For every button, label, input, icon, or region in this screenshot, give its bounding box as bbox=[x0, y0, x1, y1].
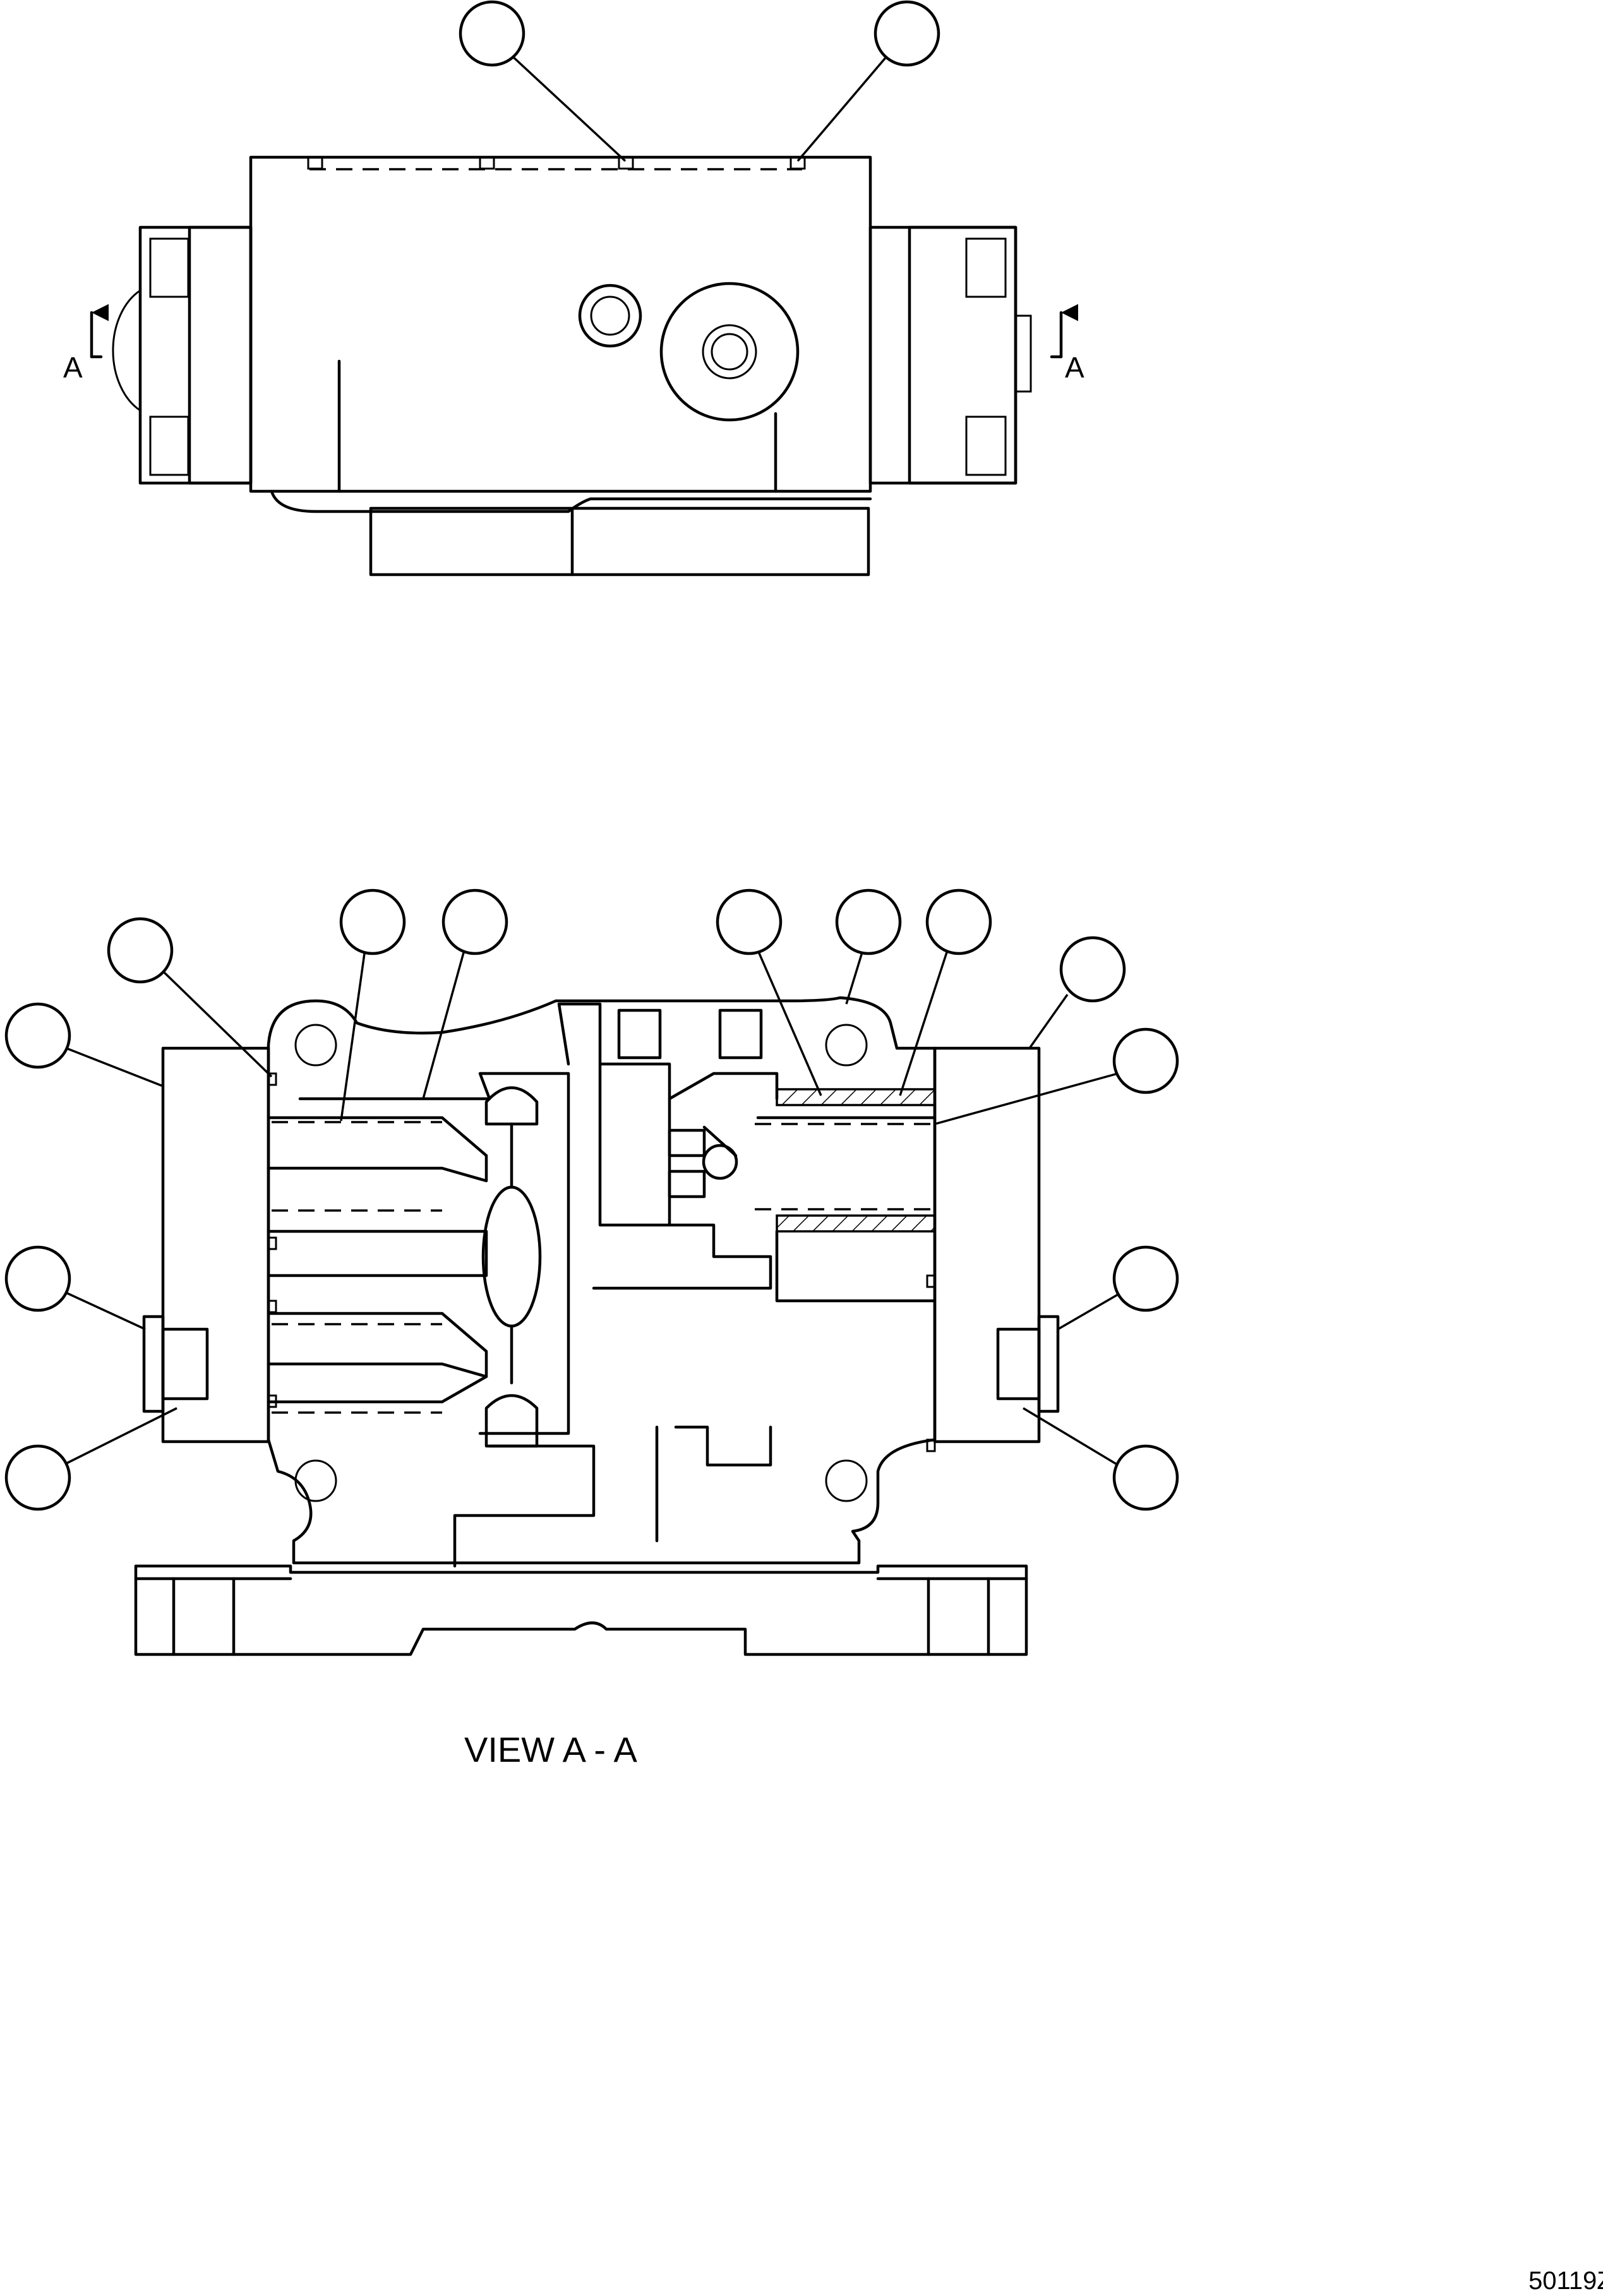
section-label-left: A bbox=[63, 351, 83, 384]
left-end-cover bbox=[161, 1046, 270, 1444]
left-end-cap bbox=[112, 225, 253, 485]
callout-top-2 bbox=[796, 0, 940, 162]
right-end-plug bbox=[996, 1315, 1060, 1413]
port-bosses bbox=[578, 282, 800, 422]
section-view: VIEW A - A bbox=[4, 888, 1179, 1769]
section-body-outline bbox=[267, 996, 937, 1565]
central-chambers bbox=[481, 1086, 542, 1448]
retainer-clips bbox=[267, 1072, 936, 1452]
top-view: A A bbox=[63, 0, 1084, 577]
lower-passages bbox=[453, 1425, 772, 1568]
port-notches bbox=[307, 156, 806, 170]
right-end-cover bbox=[933, 1046, 1041, 1444]
center-valve-block bbox=[557, 1002, 779, 1290]
mounting-base-section bbox=[134, 1564, 1028, 1656]
drawing-number: 50119Z bbox=[1528, 2267, 1603, 2295]
section-marker-right: A bbox=[1050, 304, 1084, 384]
mounting-base-top bbox=[270, 489, 872, 577]
section-callouts bbox=[4, 888, 1179, 1511]
callout-top-1 bbox=[459, 0, 627, 162]
left-spool-bores bbox=[267, 1116, 488, 1414]
right-end-cap bbox=[868, 225, 1032, 485]
section-label-right: A bbox=[1065, 351, 1084, 384]
section-marker-left: A bbox=[63, 304, 109, 384]
right-spool-bores bbox=[755, 1088, 937, 1303]
mounting-holes bbox=[294, 1024, 868, 1502]
view-title: VIEW A - A bbox=[464, 1730, 638, 1769]
left-end-plug bbox=[142, 1315, 209, 1413]
valve-body-top bbox=[249, 155, 872, 493]
